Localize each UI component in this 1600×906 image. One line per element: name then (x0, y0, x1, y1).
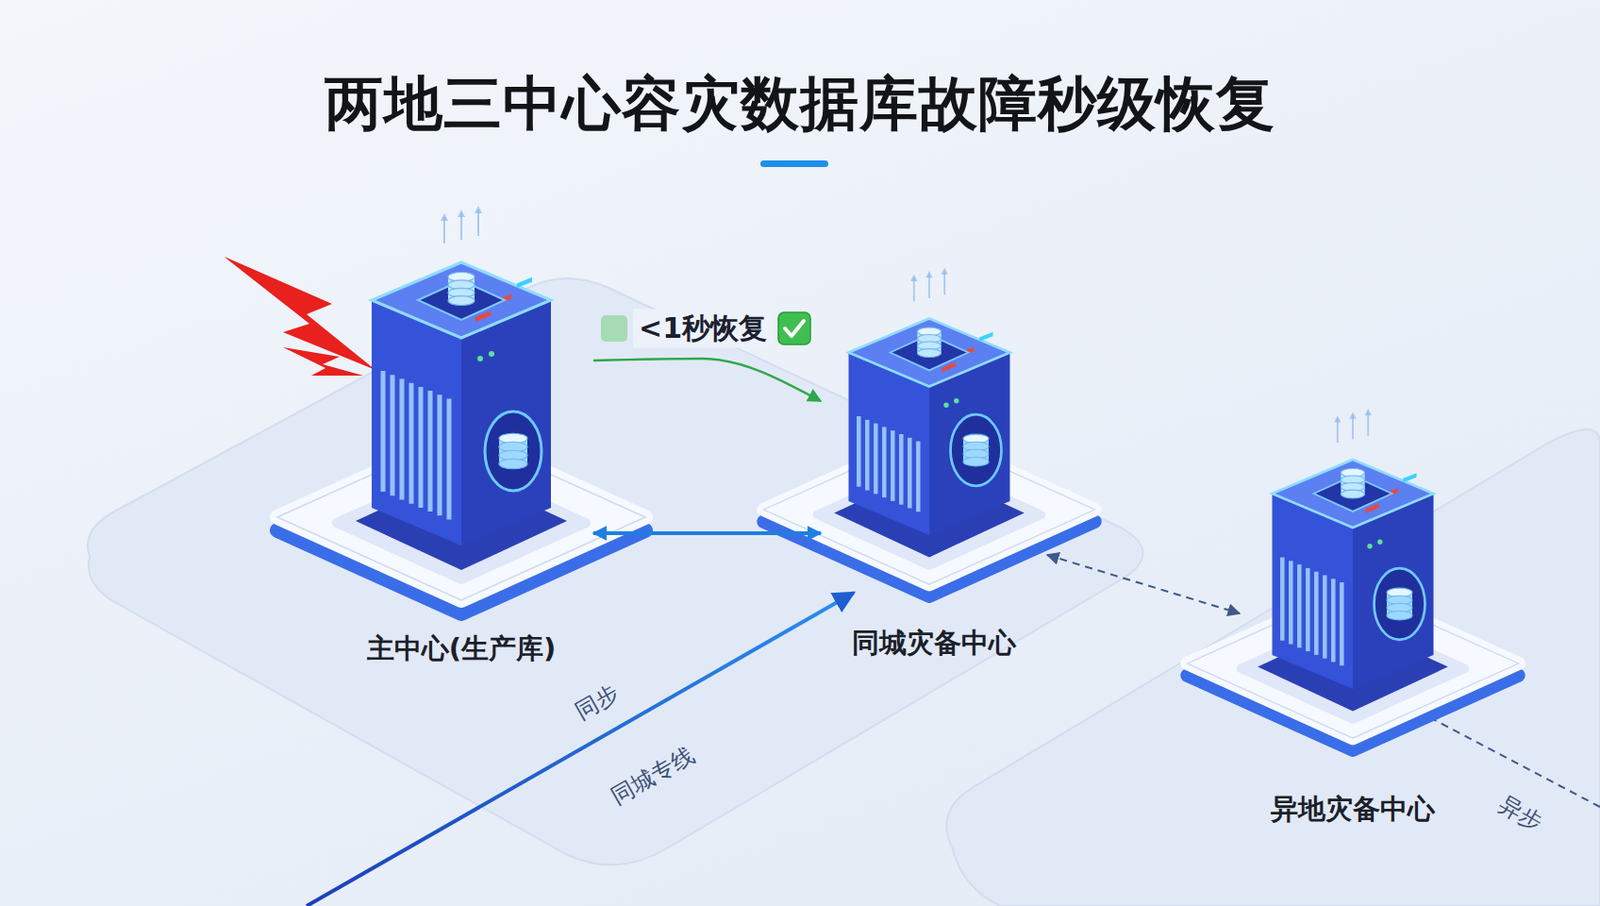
status-icon (600, 315, 628, 342)
grille-bar (409, 383, 415, 504)
title-underline (760, 160, 829, 167)
grille-bar (1339, 582, 1345, 666)
grille-bar (890, 430, 896, 501)
grille-bar (428, 390, 434, 512)
grille-bar (1331, 578, 1336, 662)
grille-bar (907, 437, 913, 509)
data-center-node: 异地灾备中心 (1239, 462, 1467, 831)
edge-label: <1秒恢复 (633, 309, 773, 349)
sync-line (306, 592, 854, 906)
grille-bar (381, 370, 386, 492)
database-icon (499, 433, 528, 469)
data-center-node: 同城灾备中心 (820, 301, 1048, 665)
server-tower (1187, 408, 1519, 750)
database-icon (963, 433, 989, 467)
grille-bar (873, 423, 879, 495)
grille-bar (1305, 567, 1311, 651)
title: 两地三中心容灾数据库故障秒级恢复 (0, 64, 1600, 144)
data-center-node: 主中心(生产库) (329, 264, 594, 670)
grille-bar (1288, 560, 1294, 644)
connector (1047, 554, 1240, 614)
database-icon (1386, 587, 1413, 620)
node-label: 主中心(生产库) (359, 628, 565, 670)
node-label: 异地灾备中心 (1263, 788, 1443, 831)
grille-bar (882, 426, 887, 498)
database-icon (448, 272, 475, 306)
grille-bar (418, 386, 424, 508)
grille-bar (865, 419, 870, 491)
database-icon (1340, 467, 1365, 499)
server-tower (277, 205, 646, 614)
check-icon (778, 312, 811, 345)
fault-lightning (283, 347, 364, 376)
grille-bar (447, 399, 452, 520)
grille-bar (390, 374, 396, 496)
grille-bar (899, 433, 904, 505)
grille-bar (1314, 571, 1319, 655)
node-label: 同城灾备中心 (844, 622, 1024, 665)
grille-bar (1322, 574, 1328, 658)
ground-panel (87, 278, 1144, 865)
grille-bar (400, 378, 405, 500)
grille-bar (437, 394, 443, 516)
database-icon (916, 327, 941, 358)
grille-bar (1280, 557, 1285, 641)
grille-bar (856, 416, 862, 487)
connector (593, 358, 821, 401)
grille-bar (916, 441, 921, 513)
grille-bar (1297, 564, 1302, 648)
server-tower (764, 267, 1096, 597)
connector (593, 531, 821, 535)
